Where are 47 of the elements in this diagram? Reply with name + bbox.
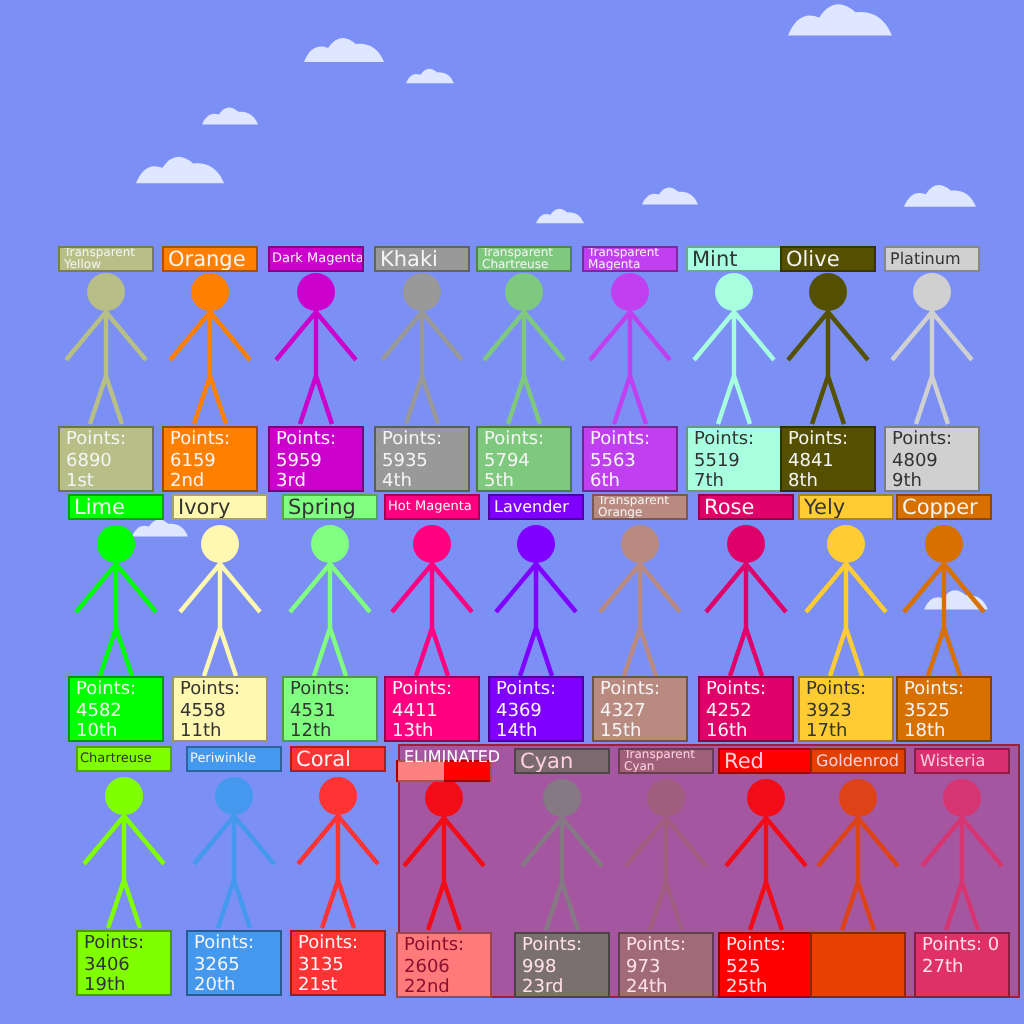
name-tag: Spring	[282, 494, 378, 520]
score-card: Points: 3135 21st	[290, 930, 386, 996]
name-tag: Khaki	[374, 246, 470, 272]
name-tag: Mint	[686, 246, 782, 272]
score-card: Points: 6159 2nd	[162, 426, 258, 492]
score-card: Points: 4252 16th	[698, 676, 794, 742]
score-card: Points: 3265 20th	[186, 930, 282, 996]
score-card: Points: 3525 18th	[896, 676, 992, 742]
score-card: Points: 4809 9th	[884, 426, 980, 492]
score-card: Points: 5794 5th	[476, 426, 572, 492]
score-card: Points: 4531 12th	[282, 676, 378, 742]
score-card: Points: 5959 3rd	[268, 426, 364, 492]
score-card: Points: 2606 22nd	[396, 932, 492, 998]
score-card: Points: 4558 11th	[172, 676, 268, 742]
name-tag: Yely	[798, 494, 894, 520]
score-card: Points: 973 24th	[618, 932, 714, 998]
score-card: Points: 0 27th	[914, 932, 1010, 998]
score-card: Points: 6890 1st	[58, 426, 154, 492]
score-card: Points: 998 23rd	[514, 932, 610, 998]
name-tag: Orange	[162, 246, 258, 272]
score-card: Points: 4841 8th	[780, 426, 876, 492]
zone-title: ELIMINATED	[404, 748, 501, 766]
name-tag: Red	[718, 748, 814, 774]
name-tag: Cyan	[514, 748, 610, 774]
name-tag: Rose	[698, 494, 794, 520]
name-tag: Lime	[68, 494, 164, 520]
name-tag: Lavender	[488, 494, 584, 520]
score-card: Points: 4327 15th	[592, 676, 688, 742]
score-card: Points: 4582 10th	[68, 676, 164, 742]
score-card: Points: 3923 17th	[798, 676, 894, 742]
score-card: Points: 5935 4th	[374, 426, 470, 492]
score-card: Points: 4411 13th	[384, 676, 480, 742]
name-tag: Platinum	[884, 246, 980, 272]
blank-name-tag	[396, 760, 492, 782]
score-card: Points: 5563 6th	[582, 426, 678, 492]
score-card: Points: 5519 7th	[686, 426, 782, 492]
elimination-zone	[398, 744, 1020, 998]
name-tag: Goldenrod	[810, 748, 906, 774]
name-tag: Wisteria	[914, 748, 1010, 774]
name-tag: Olive	[780, 246, 876, 272]
score-card: Points: 525 25th	[718, 932, 814, 998]
score-card: Points: 3406 19th	[76, 930, 172, 996]
name-tag: Copper	[896, 494, 992, 520]
blank-score-card	[810, 932, 906, 998]
name-tag: Coral	[290, 746, 386, 772]
score-card: Points: 4369 14th	[488, 676, 584, 742]
name-tag: Ivory	[172, 494, 268, 520]
